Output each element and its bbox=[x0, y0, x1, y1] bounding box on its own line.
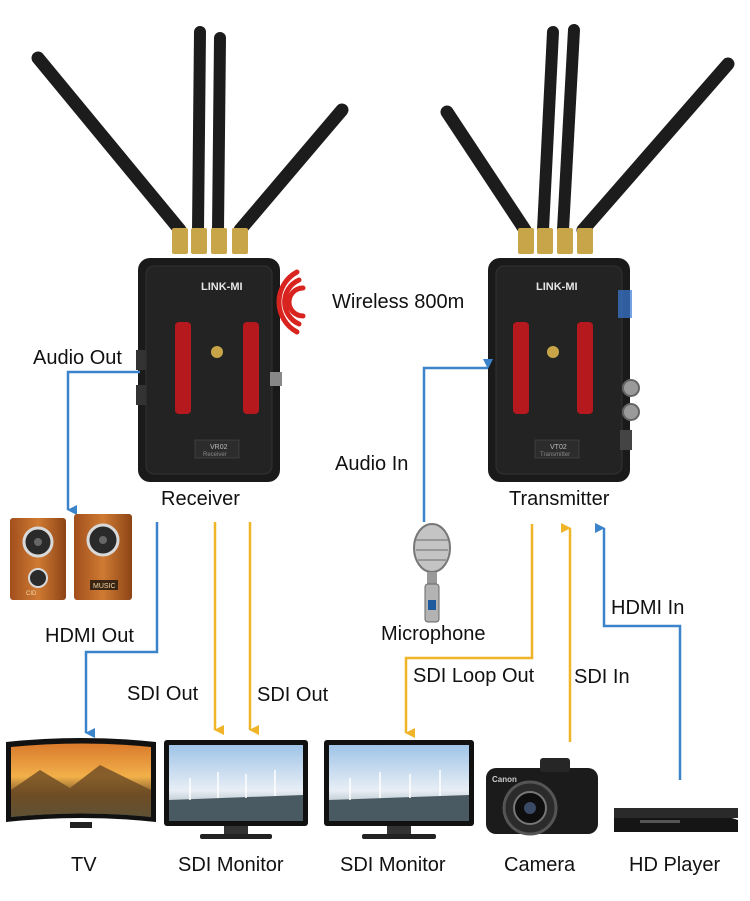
sdi-out-lines bbox=[213, 522, 259, 735]
audio-out-line bbox=[66, 370, 140, 515]
wireless-label: Wireless 800m bbox=[332, 291, 465, 313]
audio-out-label: Audio Out bbox=[33, 347, 122, 369]
tv-label: TV bbox=[71, 854, 97, 876]
receiver-sublabel: Receiver bbox=[203, 452, 227, 458]
speaker-brand-text: MUSIC bbox=[93, 583, 116, 590]
receiver-device: LINK-MI VR02 Receiver bbox=[31, 26, 349, 482]
sdi-monitor-1-icon bbox=[164, 740, 308, 839]
sdi-out-label-1: SDI Out bbox=[127, 683, 199, 705]
sdi-in-label: SDI In bbox=[574, 666, 630, 688]
receiver-model: VR02 bbox=[210, 444, 228, 451]
speaker-left-text: CID bbox=[26, 591, 37, 597]
hdmi-out-line bbox=[84, 522, 159, 738]
receiver-caption: Receiver bbox=[161, 488, 240, 510]
camera-label: Camera bbox=[504, 854, 576, 876]
microphone-icon bbox=[413, 523, 451, 623]
receiver-brand: LINK-MI bbox=[201, 281, 243, 293]
svg-text:Canon: Canon bbox=[492, 775, 517, 784]
transmitter-brand: LINK-MI bbox=[536, 281, 578, 293]
hdmi-out-label: HDMI Out bbox=[45, 625, 134, 647]
speakers-icon: MUSIC CID bbox=[10, 514, 132, 600]
sdi-monitor-2-label: SDI Monitor bbox=[340, 854, 446, 876]
sdi-monitor-1-label: SDI Monitor bbox=[178, 854, 284, 876]
sdi-loop-out-label: SDI Loop Out bbox=[413, 665, 535, 687]
transmitter-device: LINK-MI VT02 Transmitter bbox=[440, 24, 735, 482]
audio-in-label: Audio In bbox=[335, 453, 409, 475]
transmitter-model: VT02 bbox=[550, 444, 567, 451]
hdmi-in-label: HDMI In bbox=[611, 597, 685, 619]
microphone-label: Microphone bbox=[381, 623, 486, 645]
audio-in-line bbox=[422, 359, 493, 522]
hdmi-in-line bbox=[595, 523, 682, 780]
transmitter-sublabel: Transmitter bbox=[540, 452, 570, 458]
tv-icon bbox=[6, 738, 156, 828]
hd-player-label: HD Player bbox=[629, 854, 721, 876]
wireless-signal-icon bbox=[276, 269, 306, 335]
transmitter-antennas bbox=[440, 24, 735, 237]
sdi-loop-out-line bbox=[404, 524, 534, 738]
receiver-antennas bbox=[31, 26, 349, 237]
hd-player-icon bbox=[614, 808, 738, 832]
transmitter-caption: Transmitter bbox=[509, 488, 610, 510]
camera-icon: Canon bbox=[486, 758, 598, 836]
sdi-monitor-2-icon bbox=[324, 740, 474, 839]
sdi-out-label-2: SDI Out bbox=[257, 684, 329, 706]
